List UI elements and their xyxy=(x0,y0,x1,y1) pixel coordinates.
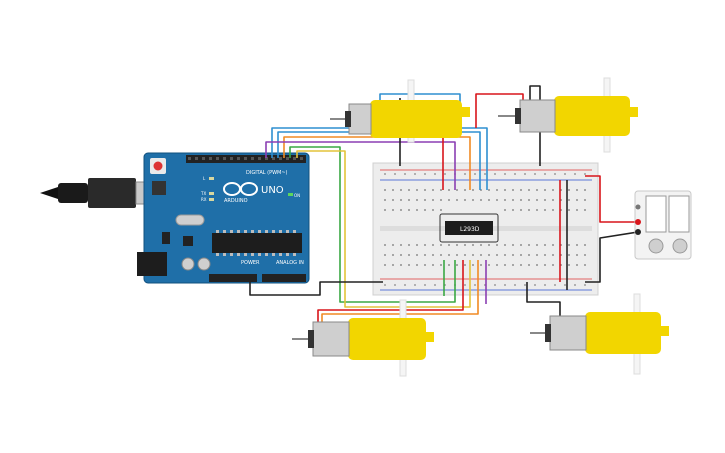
power-label: POWER xyxy=(241,260,260,266)
capacitor xyxy=(197,257,211,271)
power-header[interactable] xyxy=(209,274,257,282)
atmega-chip xyxy=(212,233,302,253)
on-led xyxy=(288,193,293,196)
led-l-label: L xyxy=(203,176,206,181)
breadboard-terminal-holes xyxy=(384,189,586,266)
wire-red[interactable] xyxy=(585,175,638,223)
digital-label: DIGITAL (PWM~) xyxy=(246,170,288,176)
battery-pack[interactable] xyxy=(634,190,692,260)
dc-motor-top-right[interactable] xyxy=(498,77,638,153)
dc-motor-top-left[interactable] xyxy=(330,79,470,143)
dc-power-jack[interactable] xyxy=(137,252,167,276)
usb-cable[interactable] xyxy=(40,178,157,208)
analog-header[interactable] xyxy=(262,274,306,282)
arduino-logo xyxy=(223,182,258,196)
wire-black[interactable] xyxy=(585,231,639,283)
wire-red[interactable] xyxy=(475,93,524,128)
crystal-oscillator xyxy=(175,214,205,226)
wire-red[interactable] xyxy=(317,260,464,328)
led-rx-label: RX xyxy=(201,197,207,202)
l293d-chip[interactable]: L293D xyxy=(439,213,499,243)
wire-black[interactable] xyxy=(526,282,561,320)
wire-green[interactable] xyxy=(289,146,456,303)
wire-yellow[interactable] xyxy=(296,150,471,308)
analog-label: ANALOG IN xyxy=(276,260,304,266)
wire-purple[interactable] xyxy=(265,141,456,190)
arduino-model-label: UNO xyxy=(261,185,284,196)
led-tx-label: TX xyxy=(200,191,206,196)
dc-motor-bottom-right[interactable] xyxy=(530,293,669,375)
battery-positive-terminal[interactable] xyxy=(635,219,641,225)
on-led-label: ON xyxy=(294,193,300,198)
arduino-brand-label: ARDUINO xyxy=(224,198,248,204)
usb-chip xyxy=(152,181,166,195)
digital-header-pins xyxy=(188,157,303,160)
capacitor xyxy=(181,257,195,271)
battery-negative-terminal[interactable] xyxy=(635,229,641,235)
dc-motor-bottom-left[interactable] xyxy=(292,299,434,377)
wire-black[interactable] xyxy=(249,278,383,296)
arduino-uno-board[interactable]: DIGITAL (PWM~) UNO ARDUINO ON L TX RX xyxy=(137,152,310,284)
chip-label: L293D xyxy=(460,226,480,233)
